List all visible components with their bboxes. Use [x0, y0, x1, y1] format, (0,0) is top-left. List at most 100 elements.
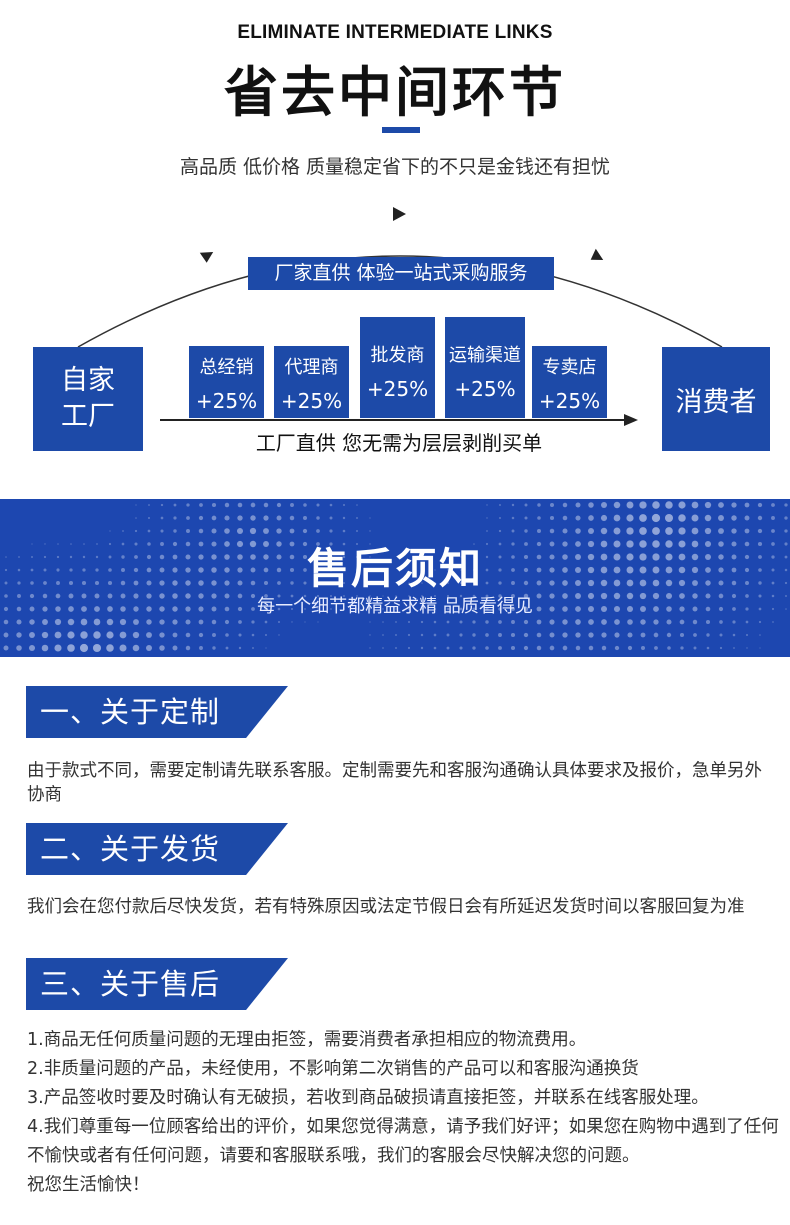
- halftone-dot: [652, 553, 660, 561]
- halftone-dot: [718, 606, 724, 612]
- halftone-dot: [744, 528, 750, 534]
- halftone-dot: [639, 553, 647, 561]
- halftone-dot: [420, 646, 424, 650]
- halftone-dot: [626, 527, 634, 535]
- halftone-dot: [92, 643, 102, 653]
- halftone-dot: [56, 568, 60, 572]
- halftone-dot: [523, 645, 529, 651]
- factory-box: 自家 工厂: [33, 347, 143, 451]
- halftone-dot: [759, 634, 761, 636]
- halftone-dot: [43, 555, 47, 559]
- halftone-dot: [759, 647, 761, 649]
- halftone-dot: [277, 607, 281, 611]
- halftone-dot: [536, 554, 542, 560]
- halftone-dot: [224, 593, 230, 599]
- halftone-dot: [355, 529, 359, 533]
- halftone-dot: [510, 632, 516, 638]
- halftone-dot: [704, 501, 712, 509]
- halftone-dot: [731, 593, 737, 599]
- halftone-dot: [549, 528, 555, 534]
- halftone-dot: [537, 529, 541, 533]
- halftone-dot: [626, 553, 634, 561]
- halftone-dot: [382, 634, 384, 636]
- halftone-dot: [107, 593, 113, 599]
- halftone-dot: [329, 581, 333, 585]
- halftone-dot: [67, 644, 75, 652]
- middleman-label: 运输渠道: [449, 345, 521, 366]
- halftone-dot: [731, 502, 737, 508]
- halftone-dot: [447, 582, 449, 584]
- halftone-dot: [211, 541, 217, 547]
- halftone-dot: [472, 646, 476, 650]
- halftone-dot: [304, 621, 306, 623]
- halftone-dot: [159, 554, 165, 560]
- halftone-dot: [277, 581, 281, 585]
- halftone-dot: [744, 541, 750, 547]
- halftone-dot: [498, 581, 502, 585]
- halftone-dot: [329, 542, 333, 546]
- halftone-dot: [653, 606, 659, 612]
- halftone-dot: [290, 594, 294, 598]
- halftone-dot: [772, 621, 774, 623]
- halftone-dot: [224, 515, 230, 521]
- halftone-dot: [16, 645, 22, 651]
- halftone-dot: [718, 554, 724, 560]
- halftone-dot: [185, 593, 191, 599]
- halftone-dot: [472, 568, 476, 572]
- list-item: 祝您生活愉快！: [27, 1175, 150, 1195]
- halftone-dot: [600, 514, 608, 522]
- halftone-dot: [613, 592, 621, 600]
- halftone-dot: [498, 568, 502, 572]
- halftone-dot: [159, 645, 165, 651]
- halftone-dot: [133, 567, 139, 573]
- halftone-dot: [485, 555, 489, 559]
- halftone-dot: [459, 594, 463, 598]
- halftone-dot: [511, 581, 515, 585]
- halftone-dot: [407, 620, 411, 624]
- halftone-dot: [446, 633, 450, 637]
- halftone-dot: [459, 646, 463, 650]
- halftone-dot: [613, 605, 621, 613]
- halftone-dot: [421, 595, 423, 597]
- halftone-dot: [732, 620, 736, 624]
- halftone-dot: [395, 608, 397, 610]
- halftone-dot: [132, 644, 140, 652]
- halftone-dot: [277, 594, 281, 598]
- halftone-dot: [329, 555, 333, 559]
- middleman-box: 运输渠道 +25%: [445, 317, 525, 418]
- halftone-dot: [237, 580, 243, 586]
- halftone-dot: [81, 606, 87, 612]
- halftone-dot: [523, 554, 529, 560]
- halftone-dot: [784, 503, 788, 507]
- halftone-dot: [652, 592, 660, 600]
- halftone-dot: [691, 501, 699, 509]
- halftone-dot: [771, 568, 775, 572]
- halftone-dot: [536, 580, 542, 586]
- halftone-dot: [238, 646, 242, 650]
- halftone-dot: [600, 527, 608, 535]
- halftone-dot: [693, 633, 697, 637]
- halftone-dot: [276, 541, 282, 547]
- halftone-dot: [588, 619, 594, 625]
- halftone-dot: [626, 592, 634, 600]
- halftone-dot: [510, 645, 516, 651]
- halftone-dot: [733, 647, 735, 649]
- halftone-dot: [705, 619, 711, 625]
- halftone-dot: [186, 529, 190, 533]
- halftone-dot: [784, 516, 788, 520]
- halftone-dot: [146, 632, 152, 638]
- halftone-dot: [408, 608, 410, 610]
- halftone-dot: [485, 607, 489, 611]
- halftone-dot: [276, 554, 282, 560]
- halftone-dot: [653, 619, 659, 625]
- halftone-dot: [653, 632, 659, 638]
- halftone-dot: [639, 579, 647, 587]
- halftone-dot: [133, 593, 139, 599]
- halftone-dot: [132, 631, 140, 639]
- halftone-dot: [3, 619, 9, 625]
- halftone-dot: [265, 647, 267, 649]
- halftone-dot: [329, 529, 333, 533]
- halftone-dot: [54, 618, 62, 626]
- halftone-dot: [771, 542, 775, 546]
- halftone-dot: [3, 606, 9, 612]
